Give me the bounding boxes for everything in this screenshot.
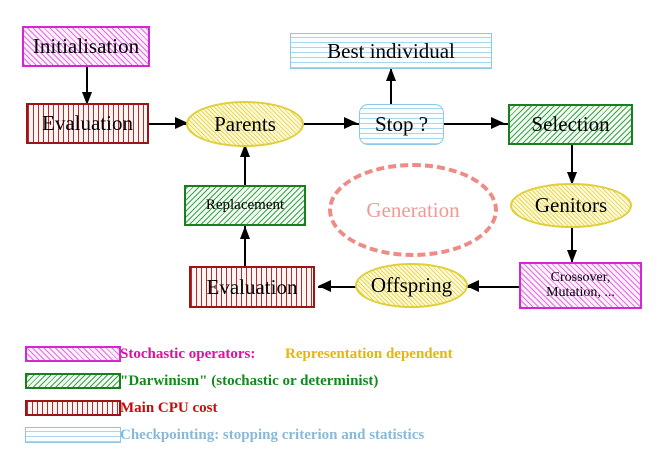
arrowhead-offspring-to-evaluation xyxy=(318,280,331,292)
edge-replacement-to-parents xyxy=(244,144,246,186)
node-selection-label: Selection xyxy=(531,112,610,137)
arrowhead-variation-to-offspring xyxy=(466,280,479,292)
edge-genitors-to-variation xyxy=(571,227,573,262)
legend-label-checkpointing: Checkpointing: stopping criterion and st… xyxy=(120,426,425,443)
legend-swatch-magenta-diagonal-hatch xyxy=(25,346,121,362)
edge-initialisation-to-evaluation xyxy=(86,66,88,96)
legend-label-representation-dependent: Representation dependent xyxy=(285,345,453,362)
legend-swatch-green-diagonal-hatch xyxy=(25,373,121,389)
legend-row-stochastic: Stochastic operators: Representation dep… xyxy=(0,342,662,366)
edge-selection-to-genitors xyxy=(571,145,573,183)
node-parents[interactable]: Parents xyxy=(186,101,304,147)
node-evaluation-bottom-label: Evaluation xyxy=(206,274,298,299)
edge-stop-to-best-individual xyxy=(390,68,392,106)
node-replacement-label: Replacement xyxy=(205,196,285,213)
edge-evaluation-to-replacement xyxy=(244,226,246,268)
arrowhead-initialisation-to-evaluation xyxy=(82,92,92,105)
node-evaluation-bottom[interactable]: Evaluation xyxy=(189,266,315,308)
arrowhead-stop-to-selection xyxy=(491,117,504,129)
edge-evaluation-to-parents xyxy=(149,123,191,125)
arrowhead-replacement-to-parents xyxy=(240,144,250,157)
node-selection[interactable]: Selection xyxy=(508,104,633,145)
legend-label-main-cpu-cost: Main CPU cost xyxy=(120,399,218,416)
node-genitors-label: Genitors xyxy=(534,193,608,218)
node-evaluation-top[interactable]: Evaluation xyxy=(26,103,149,144)
legend-row-darwinism: "Darwinism" (stochastic or determinist) xyxy=(0,369,662,393)
legend-label-darwinism: "Darwinism" (stochastic or determinist) xyxy=(120,372,379,389)
legend-swatch-blue-horizontal-hatch xyxy=(25,427,121,443)
arrowhead-evaluation-to-replacement xyxy=(240,226,250,239)
node-replacement[interactable]: Replacement xyxy=(184,185,306,226)
legend-label-stochastic-operators: Stochastic operators: xyxy=(120,345,256,362)
node-best-individual-label: Best individual xyxy=(327,38,455,63)
arrowhead-evaluation-to-parents xyxy=(175,117,188,129)
arrowhead-genitors-to-variation xyxy=(567,250,577,263)
edge-variation-to-offspring xyxy=(466,286,520,288)
node-genitors[interactable]: Genitors xyxy=(510,183,632,228)
legend-row-cpu-cost: Main CPU cost xyxy=(0,396,662,420)
legend-swatch-red-vertical-hatch xyxy=(25,400,121,416)
edge-stop-to-selection xyxy=(443,123,509,125)
edge-parents-to-stop xyxy=(302,123,360,125)
arrowhead-parents-to-stop xyxy=(344,117,357,129)
edge-offspring-to-evaluation xyxy=(318,286,364,288)
arrowhead-selection-to-genitors xyxy=(567,172,577,185)
node-initialisation-label: Initialisation xyxy=(32,34,140,59)
arrowhead-stop-to-best-individual xyxy=(386,68,396,81)
legend: Stochastic operators: Representation dep… xyxy=(0,336,662,471)
node-evaluation-top-label: Evaluation xyxy=(42,111,133,136)
node-variation[interactable]: Crossover, Mutation, ... xyxy=(519,262,642,309)
node-offspring-label: Offspring xyxy=(370,273,453,298)
node-stop[interactable]: Stop ? xyxy=(359,104,444,145)
node-variation-label: Crossover, Mutation, ... xyxy=(546,269,615,300)
node-offspring[interactable]: Offspring xyxy=(355,263,468,308)
node-best-individual[interactable]: Best individual xyxy=(290,33,492,69)
legend-row-checkpointing: Checkpointing: stopping criterion and st… xyxy=(0,423,662,447)
node-stop-label: Stop ? xyxy=(374,112,429,137)
node-initialisation[interactable]: Initialisation xyxy=(22,26,150,67)
node-generation: Generation xyxy=(328,163,498,257)
node-generation-label: Generation xyxy=(366,197,460,222)
node-parents-label: Parents xyxy=(214,111,276,136)
